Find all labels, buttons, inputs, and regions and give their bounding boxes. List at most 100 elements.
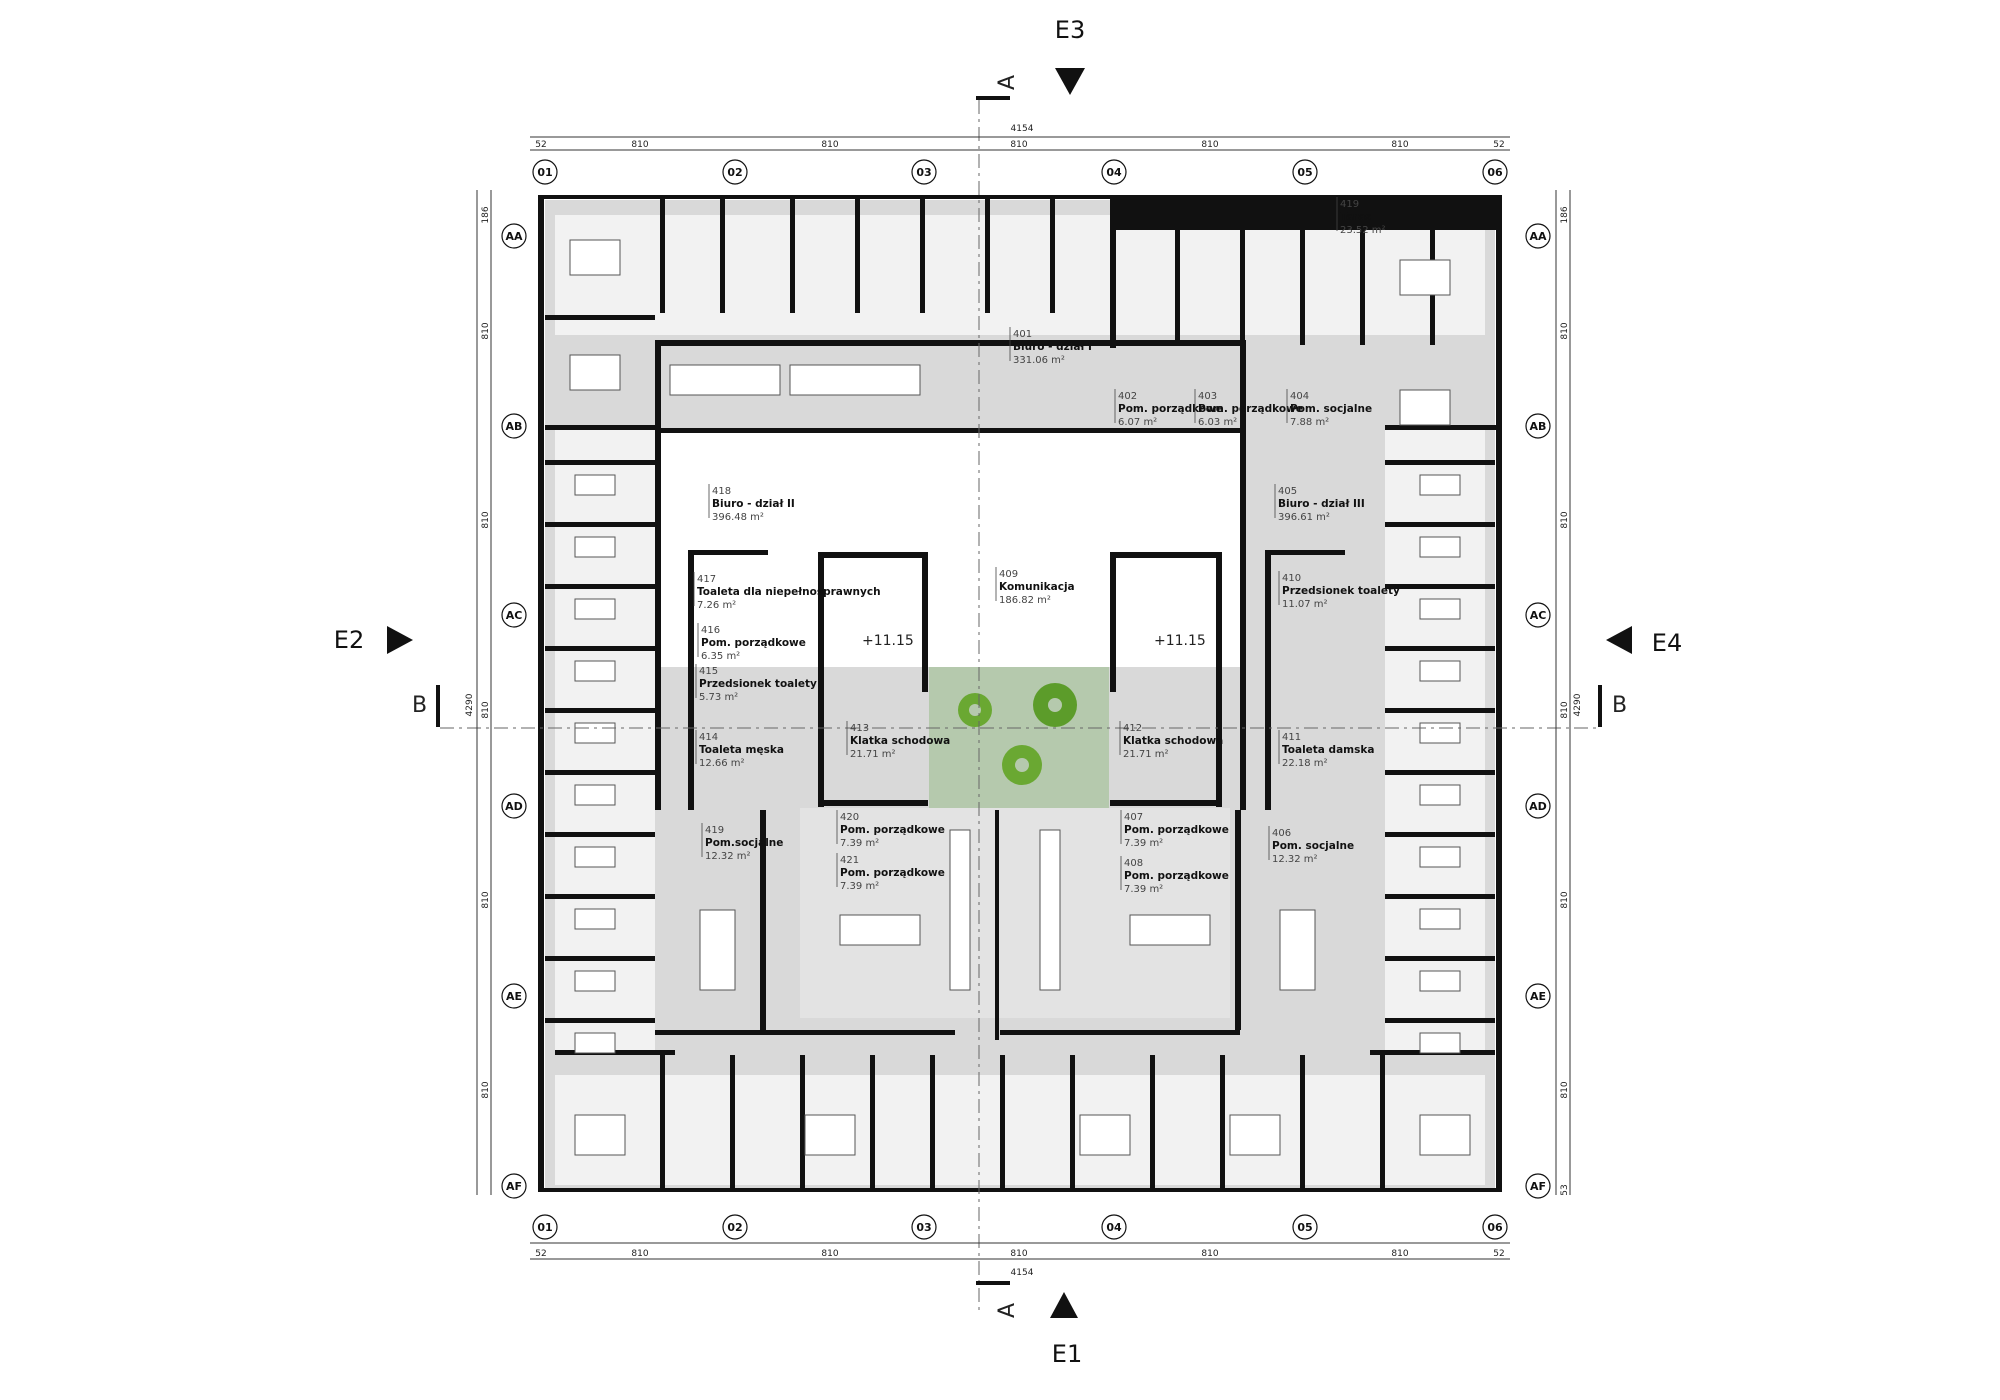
desk — [1419, 722, 1461, 744]
office-partition — [545, 522, 655, 527]
section-b-left-label: B — [412, 693, 427, 718]
dimension-top: 810 — [1010, 140, 1027, 150]
desk — [839, 914, 921, 946]
wall — [1000, 1030, 1240, 1035]
svg-text:408: 408 — [1124, 858, 1143, 869]
svg-text:AF: AF — [506, 1180, 522, 1193]
overall-width-top: 4154 — [1011, 124, 1034, 134]
wall — [538, 195, 1502, 199]
wall — [1110, 552, 1222, 558]
desk — [1419, 784, 1461, 806]
office-partition — [660, 195, 665, 313]
desk — [1279, 909, 1316, 991]
svg-text:419: 419 — [1340, 199, 1359, 210]
svg-text:410: 410 — [1282, 573, 1301, 584]
svg-text:418: 418 — [712, 486, 731, 497]
svg-text:06: 06 — [1487, 166, 1503, 179]
grid-bubble-row: AD — [501, 793, 527, 819]
svg-text:12.66 m²: 12.66 m² — [699, 758, 745, 769]
wall — [545, 315, 655, 320]
svg-text:05: 05 — [1297, 166, 1312, 179]
overall-width-bottom: 4154 — [1011, 1268, 1034, 1278]
section-a-bottom-label: A — [995, 1303, 1020, 1318]
dimension-top: 52 — [1493, 140, 1504, 150]
dimension-right: 810 — [1560, 1081, 1570, 1098]
svg-text:412: 412 — [1123, 723, 1142, 734]
office-partition — [855, 195, 860, 313]
desk — [574, 1114, 626, 1156]
svg-text:396.61 m²: 396.61 m² — [1278, 512, 1330, 523]
svg-text:Pom. porządkowe: Pom. porządkowe — [1198, 403, 1303, 415]
desk — [1419, 970, 1461, 992]
desk — [699, 909, 736, 991]
office-partition — [1000, 1055, 1005, 1188]
grid-bubble-column: 05 — [1292, 1214, 1318, 1240]
svg-text:02: 02 — [727, 1221, 742, 1234]
svg-text:416: 416 — [701, 625, 720, 636]
wall — [655, 340, 1240, 346]
dimension-bottom: 810 — [1010, 1249, 1027, 1259]
wall — [655, 340, 661, 810]
grid-bubble-column: 04 — [1101, 159, 1127, 185]
wall — [688, 550, 694, 810]
svg-text:396.48 m²: 396.48 m² — [712, 512, 764, 523]
desk — [669, 364, 781, 396]
office-partition — [1300, 1055, 1305, 1188]
grid-bubble-row: AC — [1525, 602, 1551, 628]
svg-text:AC: AC — [1530, 609, 1547, 622]
wall — [922, 552, 928, 692]
dimension-bottom: 52 — [1493, 1249, 1504, 1259]
elevation-label-top: E3 — [1055, 16, 1085, 44]
desk — [1079, 1114, 1131, 1156]
svg-text:21.71 m²: 21.71 m² — [850, 749, 896, 760]
svg-text:7.39 m²: 7.39 m² — [840, 881, 879, 892]
svg-text:Pom. socjalne: Pom. socjalne — [1272, 840, 1354, 852]
dimension-right: 810 — [1560, 511, 1570, 528]
wall — [538, 1188, 1502, 1192]
grid-bubble-column: 02 — [722, 159, 748, 185]
office-partition — [920, 195, 925, 313]
grid-bubble-row: AC — [501, 602, 527, 628]
desk — [574, 598, 616, 620]
wall — [538, 195, 544, 1192]
svg-text:Pom. porządkowe: Pom. porządkowe — [1118, 403, 1223, 415]
office-zone-top — [555, 215, 1485, 335]
grid-lines — [440, 100, 1600, 1310]
elevation-label-bottom: E1 — [1052, 1340, 1082, 1368]
office-partition — [1380, 1055, 1385, 1188]
grid-bubble-column: 02 — [722, 1214, 748, 1240]
svg-text:409: 409 — [999, 569, 1018, 580]
svg-text:415: 415 — [699, 666, 718, 677]
wall — [1216, 552, 1222, 807]
office-partition — [1385, 522, 1495, 527]
office-partition — [545, 832, 655, 837]
office-partition — [1385, 770, 1495, 775]
svg-text:Pom. porządkowe: Pom. porządkowe — [840, 867, 945, 879]
office-partition — [1385, 894, 1495, 899]
svg-text:6.03 m²: 6.03 m² — [1198, 417, 1237, 428]
svg-text:12.32 m²: 12.32 m² — [1272, 854, 1318, 865]
elevation-label-right: E4 — [1652, 629, 1682, 657]
svg-text:Przedsionek toalety: Przedsionek toalety — [1282, 585, 1400, 597]
wall — [760, 810, 766, 1030]
grid-bubble-row: AF — [1525, 1173, 1551, 1199]
svg-text:03: 03 — [916, 1221, 931, 1234]
office-partition — [545, 584, 655, 589]
dimension-bottom: 810 — [1201, 1249, 1218, 1259]
desk — [574, 474, 616, 496]
grid-bubble-row: AA — [501, 223, 527, 249]
svg-text:Toaleta damska: Toaleta damska — [1282, 744, 1374, 756]
courtyard-plants — [958, 683, 1077, 785]
grid-bubble-row: AF — [501, 1173, 527, 1199]
